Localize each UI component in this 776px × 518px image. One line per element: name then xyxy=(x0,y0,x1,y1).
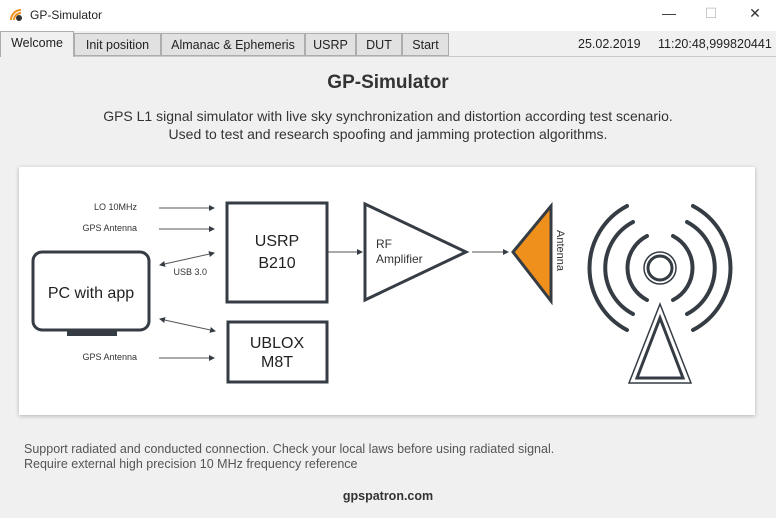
pc-box xyxy=(31,250,151,332)
tab-usrp[interactable]: USRP xyxy=(305,33,356,56)
pc-stand xyxy=(67,331,117,336)
usrp-label-1: USRP xyxy=(255,233,299,250)
minimize-button[interactable]: — xyxy=(662,5,676,21)
tab-dut[interactable]: DUT xyxy=(356,33,402,56)
tab-bar: Welcome Init position Almanac & Ephemeri… xyxy=(0,31,776,57)
diagram-panel: LO 10MHz GPS Antenna GPS Antenna USB 3.0… xyxy=(19,167,755,415)
close-button[interactable]: ✕ xyxy=(749,5,761,21)
maximize-button[interactable]: ☐ xyxy=(704,5,718,21)
usrp-label-2: B210 xyxy=(258,255,295,272)
ublox-label-1: UBLOX xyxy=(250,335,305,352)
tab-welcome[interactable]: Welcome xyxy=(0,31,74,57)
tab-init-position[interactable]: Init position xyxy=(74,33,161,56)
tab-almanac-ephemeris[interactable]: Almanac & Ephemeris xyxy=(161,33,305,56)
title-bar: GP-Simulator — ☐ ✕ xyxy=(0,0,776,31)
pc-label: PC with app xyxy=(48,285,134,302)
usb-label: USB 3.0 xyxy=(173,267,207,277)
amp-label-2: Amplifier xyxy=(376,252,423,266)
ublox-label-2: M8T xyxy=(261,354,293,371)
lo-label: LO 10MHz xyxy=(94,202,138,212)
time-display: 11:20:48,999820441 xyxy=(658,37,772,51)
note-line-2: Require external high precision 10 MHz f… xyxy=(24,457,358,471)
date-display: 25.02.2019 xyxy=(578,37,641,51)
broadcast-tower-icon xyxy=(587,204,733,384)
window-title: GP-Simulator xyxy=(30,8,103,22)
website-link[interactable]: gpspatron.com xyxy=(342,489,434,503)
usb-arrow xyxy=(159,251,215,267)
note-line-1: Support radiated and conducted connectio… xyxy=(24,442,555,456)
amplifier-triangle xyxy=(363,201,470,303)
pc-ublox-arrow xyxy=(159,317,216,333)
usrp-box xyxy=(225,201,329,304)
subtitle-line-2: Used to test and research spoofing and j… xyxy=(168,126,608,142)
gps-antenna-label-2: GPS Antenna xyxy=(82,352,137,362)
ublox-box xyxy=(226,320,329,384)
amp-label-1: RF xyxy=(376,237,392,251)
page-title: GP-Simulator xyxy=(327,72,449,93)
gps-antenna-label-1: GPS Antenna xyxy=(82,223,137,233)
antenna-label: Antenna xyxy=(554,230,566,272)
system-diagram: LO 10MHz GPS Antenna GPS Antenna USB 3.0… xyxy=(31,201,733,384)
subtitle-line-1: GPS L1 signal simulator with live sky sy… xyxy=(103,108,673,124)
antenna-triangle xyxy=(511,201,553,306)
tab-start[interactable]: Start xyxy=(402,33,449,56)
app-icon xyxy=(10,9,22,21)
